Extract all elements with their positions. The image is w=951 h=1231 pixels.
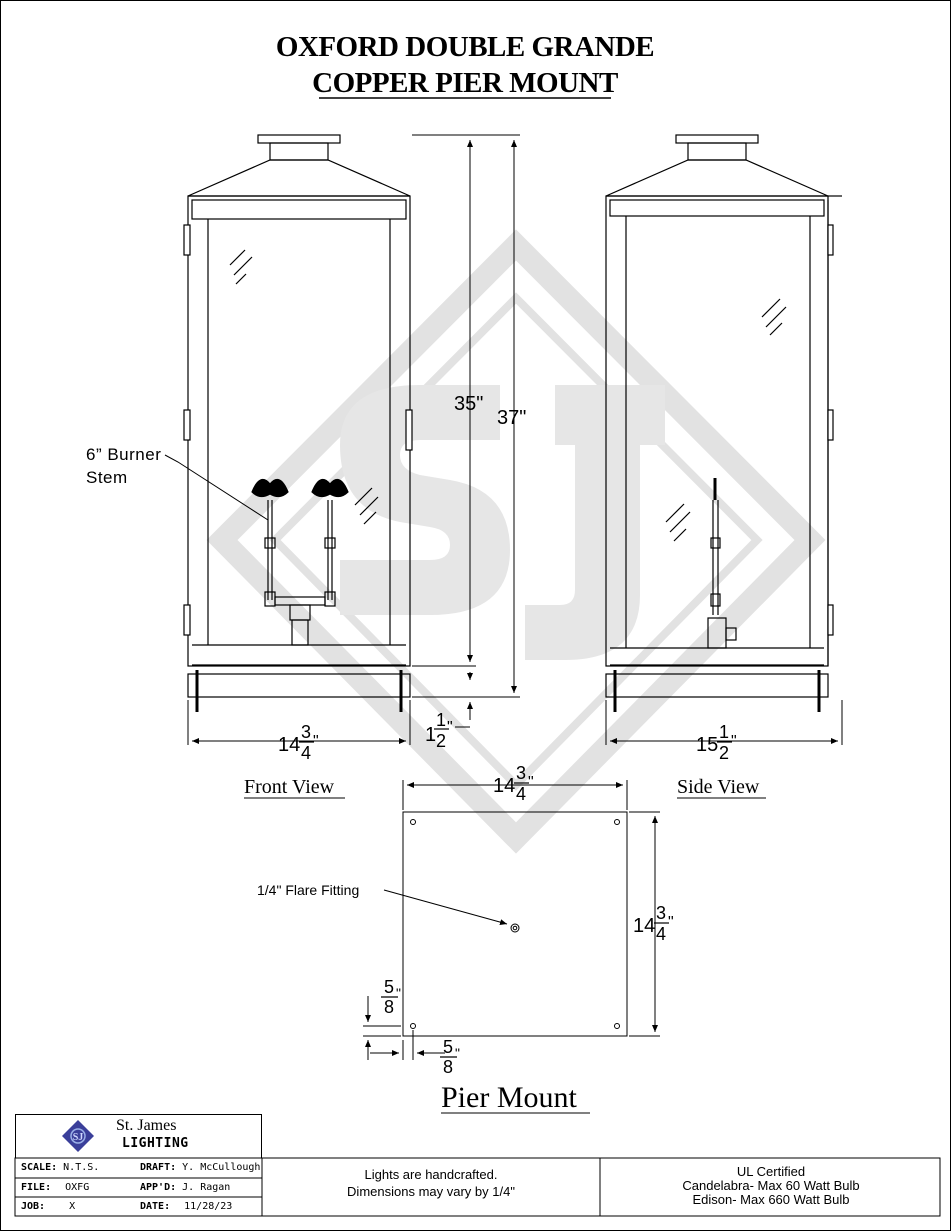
- dim-pier-right-num: 3: [656, 903, 666, 923]
- job-value: X: [69, 1201, 76, 1212]
- dim-offset-vertical-inch: ": [396, 985, 401, 1001]
- dim-offset-horizontal-den: 8: [443, 1057, 453, 1077]
- appd-row: APP'D: J. Ragan: [140, 1182, 230, 1193]
- dim-height-body: 35": [454, 393, 483, 415]
- date-value: 11/28/23: [184, 1201, 233, 1212]
- date-row: DATE: 11/28/23: [140, 1201, 232, 1212]
- dim-front-width-inch: ": [313, 733, 319, 750]
- notes-line1: Lights are handcrafted.: [364, 1167, 498, 1182]
- dim-pier-right-den: 4: [656, 924, 666, 944]
- title-block-grid: [14, 1157, 941, 1217]
- dim-side-width-num: 1: [719, 722, 729, 742]
- dim-offset-horizontal-inch: ": [455, 1045, 460, 1061]
- callout-text: 6” Burner Stem 1/4" Flare Fitting: [86, 445, 359, 898]
- handcrafted-notes: Lights are handcrafted. Dimensions may v…: [262, 1166, 600, 1200]
- appd-label: APP'D:: [140, 1182, 177, 1193]
- dim-base-inch: ": [447, 719, 453, 736]
- draft-value: Y. McCullough: [182, 1162, 261, 1173]
- cert-line2: Candelabra- Max 60 Watt Bulb: [682, 1178, 860, 1193]
- cert-line3: Edison- Max 660 Watt Bulb: [692, 1192, 850, 1207]
- flare-fitting-label: 1/4" Flare Fitting: [257, 882, 359, 898]
- scale-value: N.T.S.: [63, 1162, 100, 1173]
- dim-front-width-den: 4: [301, 743, 311, 763]
- cert-line1: UL Certified: [736, 1164, 806, 1179]
- file-row: FILE: OXFG: [21, 1182, 89, 1193]
- dim-height-total: 37": [497, 407, 526, 429]
- dim-front-width-num: 3: [301, 722, 311, 742]
- file-label: FILE:: [21, 1182, 52, 1193]
- appd-value: J. Ragan: [182, 1182, 231, 1193]
- dim-front-width-whole: 14: [278, 734, 300, 756]
- side-view-lantern: [605, 134, 842, 712]
- job-label: JOB:: [21, 1201, 46, 1212]
- dimension-text: 35" 37" 14 3 4 " 1 1 2 " 15 1 2 " 14 3 4…: [278, 393, 737, 1077]
- dim-pier-right-whole: 14: [633, 915, 655, 937]
- date-label: DATE:: [140, 1201, 171, 1212]
- company-name-line2: LIGHTING: [122, 1136, 189, 1151]
- dim-pier-top-num: 3: [516, 763, 526, 783]
- title-line2: COPPER PIER MOUNT: [312, 67, 618, 99]
- dim-offset-vertical-num: 5: [384, 977, 394, 997]
- burner-stem-label-1: 6” Burner: [86, 445, 161, 464]
- scale-label: SCALE:: [21, 1162, 58, 1173]
- job-row: JOB: X: [21, 1201, 75, 1212]
- dim-pier-right-inch: ": [668, 914, 674, 931]
- title-line1: OXFORD DOUBLE GRANDE: [276, 31, 654, 63]
- scale-row: SCALE: N.T.S.: [21, 1162, 99, 1173]
- burner-stem-label-2: Stem: [86, 468, 128, 487]
- ul-certification: UL Certified Candelabra- Max 60 Watt Bul…: [601, 1165, 941, 1207]
- front-view-lantern: [183, 134, 413, 712]
- title-block-logo-cell: [15, 1114, 262, 1158]
- front-view-label: Front View: [244, 776, 335, 798]
- dim-pier-top-den: 4: [516, 784, 526, 804]
- svg-text:SJ: SJ: [73, 1132, 84, 1143]
- pier-mount-label: Pier Mount: [441, 1081, 578, 1114]
- dim-base-den: 2: [436, 731, 446, 751]
- dim-base-prefix: 1: [425, 724, 436, 746]
- notes-line2: Dimensions may vary by 1/4": [347, 1184, 515, 1199]
- pier-mount-plate: [363, 780, 660, 1060]
- view-labels: Front View Side View Pier Mount: [244, 776, 766, 1114]
- dim-pier-top-inch: ": [528, 774, 534, 791]
- dimension-lines: [187, 134, 843, 745]
- sj-diamond-logo-icon: SJ: [62, 1120, 94, 1152]
- side-view-label: Side View: [677, 776, 760, 798]
- company-name-line1: St. James: [116, 1117, 177, 1134]
- dim-side-width-inch: ": [731, 733, 737, 750]
- title: OXFORD DOUBLE GRANDE COPPER PIER MOUNT: [276, 31, 655, 99]
- draft-label: DRAFT:: [140, 1162, 177, 1173]
- dim-pier-top-whole: 14: [493, 775, 515, 797]
- dim-side-width-whole: 15: [696, 734, 718, 756]
- dim-side-width-den: 2: [719, 743, 729, 763]
- file-value: OXFG: [65, 1182, 90, 1193]
- dim-offset-horizontal-num: 5: [443, 1037, 453, 1057]
- dim-base-num: 1: [436, 710, 446, 730]
- burner-callout-leader: [164, 454, 269, 521]
- dim-offset-vertical-den: 8: [384, 997, 394, 1017]
- draft-row: DRAFT: Y. McCullough: [140, 1162, 260, 1173]
